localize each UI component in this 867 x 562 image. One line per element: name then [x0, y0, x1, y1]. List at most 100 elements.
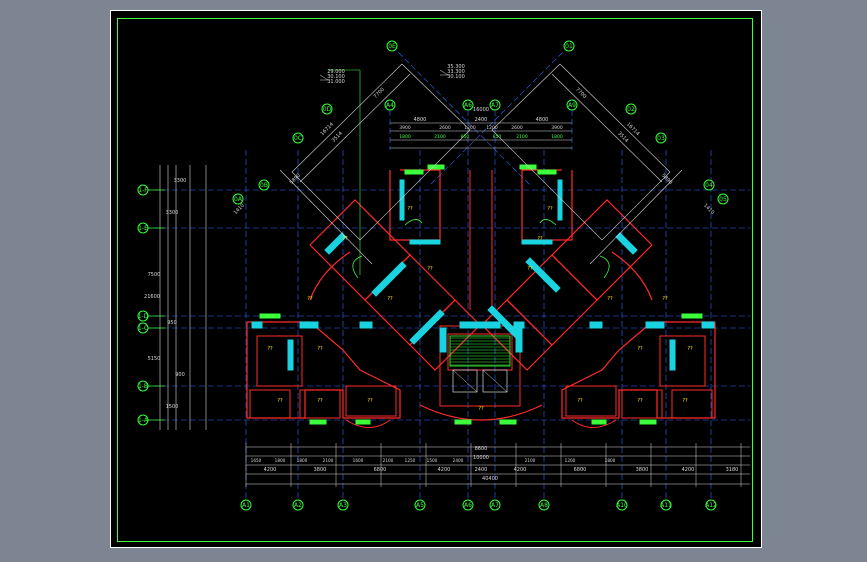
- grid-bubble-label: A7: [491, 102, 499, 109]
- dimension-text: 2100: [516, 134, 528, 140]
- dimension-text: 40400: [482, 476, 498, 482]
- dimension-text: 850: [461, 134, 470, 140]
- shear-wall: [589, 321, 603, 329]
- dimension-text: 16000: [473, 107, 489, 113]
- dimension-text: 850: [493, 134, 502, 140]
- dimension-text: 3300: [174, 178, 187, 184]
- dimension-text: 3180: [726, 467, 739, 473]
- diag-dimension-text: 5890: [289, 173, 302, 186]
- grid-bubble-label: 1-F: [138, 187, 148, 194]
- dimension-text: 6800: [374, 467, 387, 473]
- bay-curve: [571, 419, 617, 428]
- grid-bubble-label: A5: [416, 502, 424, 509]
- grid-bubble-label: 1-A: [138, 417, 149, 424]
- shear-wall: [669, 339, 676, 371]
- grid-bubble: [489, 499, 501, 511]
- grid-bubble-label: A8: [540, 502, 548, 509]
- elevation-text: 29.000: [327, 69, 345, 75]
- grid-bubble-label: 0A: [234, 196, 243, 203]
- room-label: ??: [317, 346, 323, 352]
- room-label: ??: [607, 296, 613, 302]
- room-label: ??: [342, 236, 348, 242]
- window: [681, 313, 703, 319]
- entrance-curve: [419, 404, 543, 421]
- grid-bubble: [660, 499, 672, 511]
- shear-wall: [409, 239, 441, 245]
- grid-bubble: [137, 310, 149, 322]
- grid-bubble-label: 0E: [388, 43, 396, 50]
- grid-bubble: [625, 103, 637, 115]
- shear-wall: [359, 321, 373, 329]
- dimension-text: 1800: [551, 134, 563, 140]
- grid-bubble: [717, 193, 729, 205]
- diag-dimension-text: 5890: [660, 173, 673, 186]
- dimension-text: 3800: [314, 467, 327, 473]
- grid-bubble: [489, 99, 501, 111]
- axis-line: [429, 45, 570, 186]
- room-label: ??: [427, 266, 433, 272]
- room-label: ??: [577, 398, 583, 404]
- dimension-text: 2600: [511, 125, 523, 131]
- shear-wall: [299, 321, 319, 329]
- diag-dimension-line: [299, 73, 411, 183]
- shear-wall: [251, 321, 263, 329]
- dimension-text: 21600: [144, 294, 160, 300]
- drawing-frame: [117, 18, 753, 542]
- grid-bubble: [292, 132, 304, 144]
- grid-bubble-label: A2: [294, 502, 302, 509]
- grid-bubble: [292, 499, 304, 511]
- dimension-text: 10000: [473, 455, 489, 461]
- shear-wall: [459, 321, 501, 329]
- window: [454, 419, 472, 425]
- dimension-text: 1800: [399, 134, 411, 140]
- dimension-text: 2100: [383, 458, 394, 463]
- grid-bubble-label: A6: [464, 102, 472, 109]
- dimension-text: 2600: [439, 125, 451, 131]
- balcony-curve: [309, 251, 351, 301]
- shear-wall: [615, 232, 638, 255]
- stair: [449, 335, 511, 367]
- elevation-text: 30.100: [447, 74, 465, 80]
- grid-bubble: [137, 184, 149, 196]
- dimension-text: 1500: [427, 458, 438, 463]
- grid-bubble-label: 1-B: [138, 383, 148, 390]
- grid-bubble-label: A11: [660, 502, 672, 509]
- dimension-text: 1200: [464, 125, 476, 131]
- grid-bubble: [137, 380, 149, 392]
- diag-dimension-line: [589, 169, 683, 265]
- shear-wall: [439, 327, 447, 353]
- dimension-text: 900: [175, 372, 185, 378]
- grid-bubble: [563, 40, 575, 52]
- room-wall: [659, 335, 706, 387]
- shear-wall: [324, 232, 347, 255]
- room-label: ??: [637, 346, 643, 352]
- dimension-text: 1600: [353, 458, 364, 463]
- window: [519, 164, 537, 170]
- dimension-text: 4800: [414, 117, 427, 123]
- window: [639, 419, 657, 425]
- room-label: ??: [687, 346, 693, 352]
- room-label: ??: [407, 206, 413, 212]
- diag-dimension-text: 3514: [616, 131, 629, 144]
- door-swing: [404, 219, 423, 226]
- axis-line: [391, 45, 531, 186]
- dimension-text: 1800: [605, 458, 616, 463]
- room-wall: [299, 389, 341, 419]
- window: [499, 419, 517, 425]
- room-label: ??: [267, 346, 273, 352]
- grid-bubble-label: 1-D: [138, 313, 149, 320]
- window: [591, 419, 607, 425]
- dimension-text: 2400: [475, 467, 488, 473]
- balcony-curve: [611, 251, 653, 301]
- dimension-text: 3900: [551, 125, 563, 131]
- dimension-text: 2100: [525, 458, 536, 463]
- diag-dimension-text: 3514: [331, 131, 344, 144]
- room-label: ??: [637, 398, 643, 404]
- grid-bubble: [137, 322, 149, 334]
- grid-bubble-label: 0B: [260, 182, 268, 189]
- grid-bubble-label: A1: [242, 502, 250, 509]
- grid-bubble: [616, 499, 628, 511]
- room-label: ??: [387, 296, 393, 302]
